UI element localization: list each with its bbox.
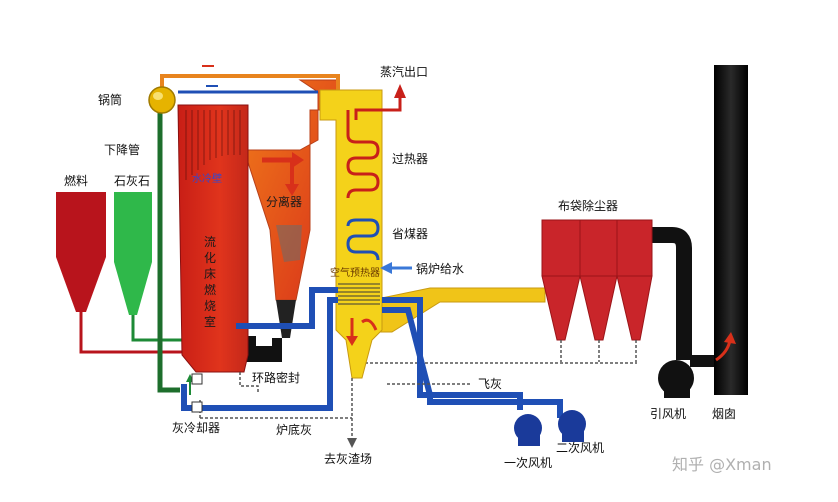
watermark: 知乎 @Xman [672,455,772,474]
limestone-hopper [114,192,190,342]
label-drum: 锅筒 [98,92,122,107]
label-feed-water: 锅炉给水 [416,261,464,276]
ash-down-arrow [347,438,357,448]
label-air-preheater: 空气预热器 [330,266,380,279]
label-primary-fan: 一次风机 [504,456,552,470]
baghouse [360,219,653,364]
label-secondary-fan: 二次风机 [556,441,604,455]
label-water-wall: 水冷壁 [192,172,222,185]
air-ducts [181,287,563,418]
label-economizer: 省煤器 [392,227,428,241]
label-furnace-char: 流 [204,235,216,249]
label-downcomer: 下降管 [104,142,140,157]
fuel-hopper [56,192,190,354]
exhaust-duct [650,227,714,398]
drum [148,86,176,114]
label-ash-cooler: 灰冷却器 [172,421,220,435]
label-furnace-char: 烧 [204,299,216,313]
chimney [714,65,748,395]
label-furnace: 流 化 床 燃 烧 室 [204,235,216,329]
furnace [177,104,304,373]
label-loop-seal: 环路密封 [252,370,300,385]
label-limestone: 石灰石 [114,174,150,188]
ash-cooler [191,373,203,413]
label-induced-fan: 引风机 [650,407,686,421]
primary-fan-icon [514,414,542,446]
label-baghouse: 布袋除尘器 [558,198,618,213]
label-furnace-char: 床 [204,267,216,281]
label-separator: 分离器 [266,194,302,209]
chimney-arrow [715,332,736,362]
label-furnace-char: 化 [204,251,216,265]
induced-fan-icon [658,360,694,396]
label-superheater: 过热器 [392,152,428,166]
label-furnace-char: 室 [204,314,216,329]
label-bottom-ash: 炉底灰 [276,422,312,437]
ash-lines [199,372,353,440]
backpass [319,84,406,379]
top-flow-arrows [202,65,218,87]
label-steam-outlet: 蒸汽出口 [380,64,428,79]
label-chimney: 烟囱 [712,407,736,421]
downcomer-pipe [157,110,180,393]
feed-water-arrow [380,262,412,274]
secondary-fan-icon [558,410,586,442]
label-ash-yard: 去灰渣场 [324,452,372,466]
label-furnace-char: 燃 [204,282,216,297]
label-fly-ash: 飞灰 [478,377,502,391]
label-fuel: 燃料 [64,173,88,188]
